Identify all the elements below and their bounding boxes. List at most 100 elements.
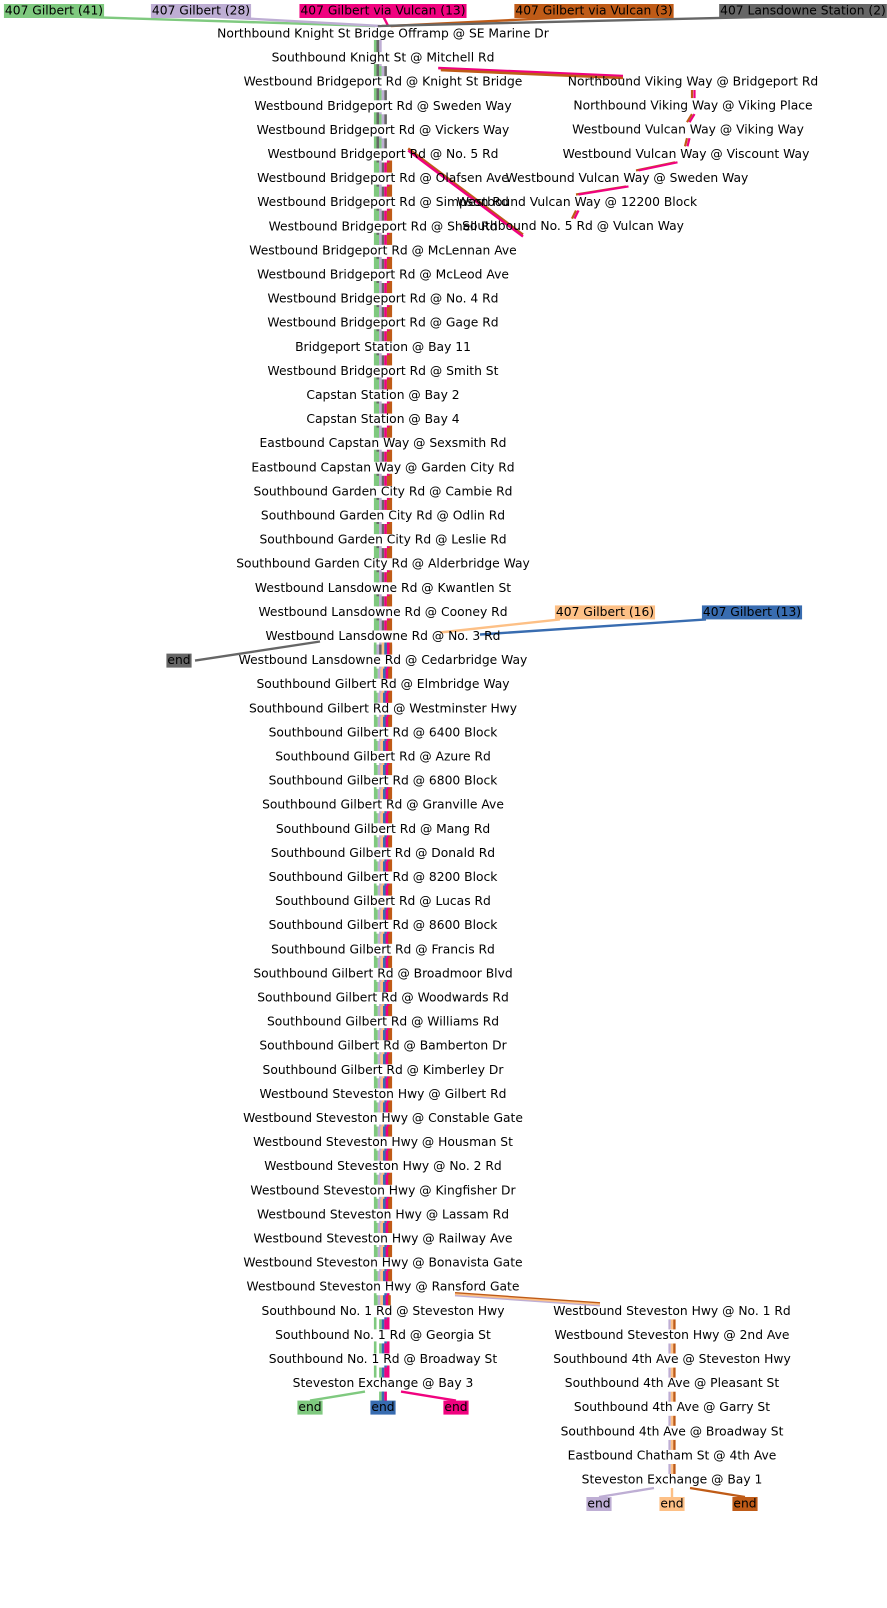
stop-marker xyxy=(375,668,391,679)
stop-label: Southbound Gilbert Rd @ 8200 Block xyxy=(269,870,499,884)
route-header-rl2: 407 Lansdowne Station (2) xyxy=(719,4,887,18)
end-connector-rl2 xyxy=(194,640,321,662)
stop-marker xyxy=(376,234,390,245)
stop-label: Westbound Steveston Hwy @ Bonavista Gate xyxy=(243,1256,522,1270)
end-connector-r41 xyxy=(309,1390,366,1402)
stop-marker xyxy=(375,1198,391,1209)
end-rv13-box xyxy=(443,1400,469,1415)
stop-marker xyxy=(376,307,390,318)
stop-marker xyxy=(375,1126,391,1137)
route-header-r41-box xyxy=(3,4,105,18)
end-connector-rv13 xyxy=(400,1390,457,1402)
stop-marker xyxy=(375,957,391,968)
header-connector-r41 xyxy=(53,14,376,28)
end-r41-box xyxy=(297,1400,323,1415)
route-header-rl2-text: 407 Lansdowne Station (2) xyxy=(720,4,886,18)
route-headers: 407 Gilbert (41) 407 Gilbert (28) 407 Gilb… xyxy=(3,4,887,620)
route-header-r16: 407 Gilbert (16) xyxy=(554,605,656,620)
stop-label: Westbound Lansdowne Rd @ Kwantlen St xyxy=(255,581,511,595)
end-r16: end xyxy=(659,1497,685,1511)
vulcan-segment-rv3 xyxy=(683,137,689,147)
stop-marker xyxy=(375,692,391,703)
stop-label: Westbound Lansdowne Rd @ Cedarbridge Way xyxy=(239,653,528,667)
vulcan-segment-rv13 xyxy=(686,137,691,147)
stop-marker xyxy=(375,1222,391,1233)
stop-label: Capstan Station @ Bay 2 xyxy=(306,388,459,402)
stop-label: Westbound Steveston Hwy @ Railway Ave xyxy=(253,1232,512,1246)
route-header-rv13-text: 407 Gilbert via Vulcan (13) xyxy=(300,4,465,18)
end-rv13-text: end xyxy=(444,1400,467,1414)
stop-label: Southbound Gilbert Rd @ Donald Rd xyxy=(271,846,495,860)
end-connector-r28 xyxy=(598,1486,655,1499)
vulcan-stop-label: Southbound No. 5 Rd @ Vulcan Way xyxy=(462,219,684,233)
route-header-r41: 407 Gilbert (41) xyxy=(3,4,105,18)
end-rl2: end xyxy=(166,653,192,668)
stop-label: Eastbound Capstan Way @ Garden City Rd xyxy=(251,460,514,474)
route-header-rv3: 407 Gilbert via Vulcan (3) xyxy=(514,4,674,18)
join-connector-r13 xyxy=(479,618,707,636)
stop-marker xyxy=(375,861,391,872)
end-r13-text: end xyxy=(371,1400,394,1414)
route-header-r28-box xyxy=(150,4,252,18)
stop-label: Steveston Exchange @ Bay 3 xyxy=(293,1376,474,1390)
stop-marker xyxy=(375,1102,391,1113)
stop-marker xyxy=(376,210,390,221)
stop-label: Southbound Gilbert Rd @ 6400 Block xyxy=(269,725,499,739)
stop-marker xyxy=(376,283,390,293)
stop-marker xyxy=(376,524,390,534)
stop-label: Southbound Gilbert Rd @ Broadmoor Blvd xyxy=(253,966,512,980)
end-connector-rv3 xyxy=(689,1486,746,1499)
route-header-r16-box xyxy=(554,605,656,620)
vulcan-stop-label: Westbound Vulcan Way @ Viscount Way xyxy=(563,147,810,161)
end-r41-text: end xyxy=(298,1400,321,1414)
branch-stop-label: Southbound 4th Ave @ Garry St xyxy=(574,1400,770,1414)
stop-label: Westbound Bridgeport Rd @ McLeod Ave xyxy=(257,268,509,282)
stop-label: Westbound Bridgeport Rd @ No. 5 Rd xyxy=(268,147,499,161)
stop-label: Southbound Gilbert Rd @ 6800 Block xyxy=(269,774,499,788)
stop-marker xyxy=(375,740,391,751)
vulcan-rejoin-rv3 xyxy=(407,147,524,236)
stop-label: Westbound Steveston Hwy @ Lassam Rd xyxy=(257,1207,509,1221)
end-rv3-text: end xyxy=(733,1497,756,1511)
route-header-r28-text: 407 Gilbert (28) xyxy=(152,4,250,18)
stop-marker xyxy=(375,1078,391,1089)
stop-label: Southbound Garden City Rd @ Cambie Rd xyxy=(254,484,513,498)
stop-marker xyxy=(375,1030,391,1041)
route-header-r13: 407 Gilbert (13) xyxy=(701,605,803,620)
stop-label: Southbound Gilbert Rd @ Lucas Rd xyxy=(275,894,491,908)
route-header-rl2-box xyxy=(719,4,887,18)
stop-label: Westbound Steveston Hwy @ Kingfisher Dr xyxy=(250,1183,516,1197)
end-rv13: end xyxy=(443,1400,469,1415)
route-header-r13-box xyxy=(701,605,803,620)
branch-stop-label: Westbound Steveston Hwy @ 2nd Ave xyxy=(555,1328,790,1342)
stop-label: Westbound Bridgeport Rd @ Gage Rd xyxy=(267,316,498,330)
stop-label: Westbound Lansdowne Rd @ No. 3 Rd xyxy=(266,629,501,643)
stop-marker xyxy=(379,1391,387,1402)
branch-connector-rv3 xyxy=(454,1292,601,1305)
branch-connector-r16 xyxy=(454,1293,601,1306)
stop-label: Westbound Bridgeport Rd @ Simpson Rd xyxy=(257,195,509,209)
stop-label: Southbound Gilbert Rd @ Kimberley Dr xyxy=(263,1063,505,1077)
stop-marker xyxy=(375,1006,391,1016)
stop-marker xyxy=(376,258,390,269)
branch-stop-label: Southbound 4th Ave @ Broadway St xyxy=(561,1424,784,1438)
end-r13-box xyxy=(370,1400,396,1415)
stop-marker xyxy=(375,1247,391,1257)
branch-stop-label: Steveston Exchange @ Bay 1 xyxy=(582,1473,763,1487)
stop-marker xyxy=(379,138,387,149)
branch-marker xyxy=(668,1415,676,1426)
stop-marker xyxy=(376,548,390,559)
stop-label: Westbound Lansdowne Rd @ Cooney Rd xyxy=(258,605,507,619)
branch-connector-r28 xyxy=(454,1294,601,1307)
stop-marker xyxy=(375,837,391,848)
stop-label: Southbound No. 1 Rd @ Georgia St xyxy=(275,1328,491,1342)
stop-label: Southbound No. 1 Rd @ Steveston Hwy xyxy=(262,1304,505,1318)
end-rv3: end xyxy=(732,1497,758,1511)
stop-label: Southbound Gilbert Rd @ Granville Ave xyxy=(262,798,504,812)
branch-stop-label: Southbound 4th Ave @ Pleasant St xyxy=(565,1376,780,1390)
route-header-rv3-text: 407 Gilbert via Vulcan (3) xyxy=(515,4,672,18)
stop-marker xyxy=(375,716,391,727)
route-header-rv13: 407 Gilbert via Vulcan (13) xyxy=(299,4,467,18)
stop-label: Westbound Bridgeport Rd @ Olafsen Ave xyxy=(257,171,509,185)
